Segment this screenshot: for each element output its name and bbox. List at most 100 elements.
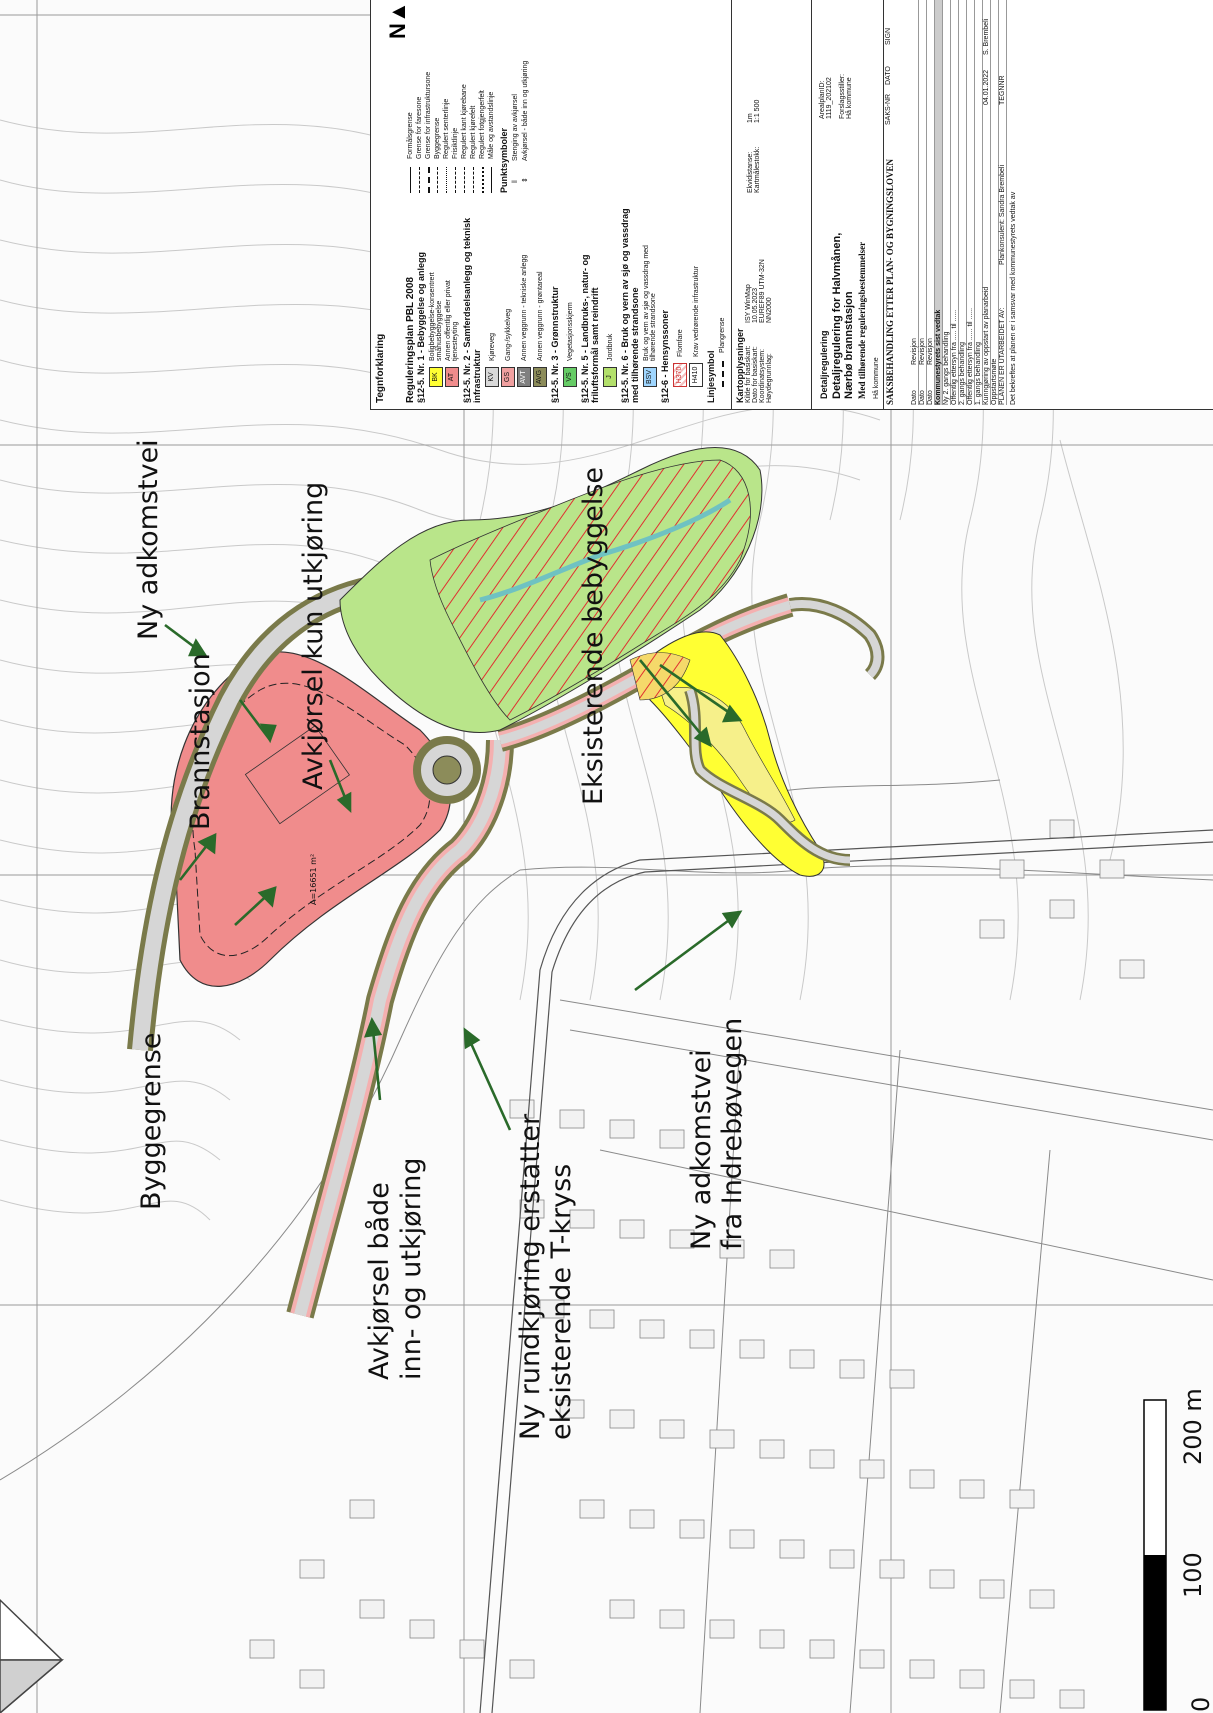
- legend-text-at: Annen offentlig eller privat tjenesteyti…: [445, 280, 459, 361]
- table-row-1: Dato: [919, 390, 926, 405]
- footer-note: Det bekreftes at planen er i samsvar med…: [1010, 191, 1017, 405]
- line-item-4: Regulert senterlinje: [443, 98, 450, 159]
- legend-text-bk: Boligbebyggelse-konsentrert småhusbebygg…: [429, 272, 443, 361]
- saks-nr-heading: SAKS-NR: [885, 93, 892, 125]
- line-item-1: Grense for faresone: [416, 96, 423, 159]
- label-area: A=16651 m²: [309, 853, 318, 905]
- revisjon-0: Revisjon: [911, 338, 918, 365]
- legend-text-h410: Krav vedrørende infrastruktur: [692, 265, 700, 357]
- label-eksisterende-bebyggelse: Eksisterende bebyggelse: [578, 466, 609, 805]
- kart-row-3-v: NN2000: [766, 297, 773, 323]
- legend-linjesymbol: Linjesymbol: [706, 350, 716, 403]
- legend-title: Tegnforklaring: [375, 333, 386, 403]
- table-row-4: Ny 2. gangs behandling: [943, 0, 951, 405]
- legend-kartopplysninger: Kartopplysninger: [735, 328, 745, 403]
- kart-row-0-v: ISY WinMap: [745, 284, 752, 323]
- revisjon-1: Revisjon: [919, 338, 926, 365]
- tegnnr-heading: TEGNNR: [999, 75, 1006, 105]
- point-item-0: Stenging av avkjørsel: [512, 94, 519, 161]
- kart-row-3-k: Høydegrunnlag:: [766, 353, 773, 403]
- label-avkjorsel-kun-utkjoring: Avkjørsel kun utkjøring: [298, 481, 329, 790]
- stenging-icon: ‖: [512, 180, 519, 183]
- arealplan-id: 1119_202102: [826, 77, 833, 119]
- kart-row-0-k: Kilde for basiskart:: [745, 345, 752, 403]
- kart-row-1-v: 10.05.2023: [752, 287, 759, 323]
- line-item-7: Regulert kjørefelt: [470, 105, 477, 159]
- legend-sec-hens: §12-6 - Hensynssoner: [660, 309, 670, 403]
- label-brannstasjon: Brannstasjon: [185, 653, 216, 830]
- railway: [479, 829, 1213, 1713]
- table-row-6: 2. gangs behandling: [959, 0, 967, 405]
- label-ny-adkomstvei: Ny adkomstvei: [133, 439, 164, 640]
- annotation-arrows: [164, 623, 743, 1131]
- kart-row-2-v: EUREF89 UTM-32N: [759, 259, 766, 323]
- scale-label-100: 100: [1179, 1552, 1207, 1598]
- legend-sec2: §12-5. Nr. 2 - Samferdselsanlegg og tekn…: [462, 217, 482, 403]
- legend-sec1: §12-5. Nr. 1 - Bebyggelse og anlegg: [416, 251, 426, 403]
- forslagsstiller: Hå kommune: [846, 77, 853, 119]
- label-ny-adkomstvei-indre-2: fra Indrebøvegen: [717, 1017, 748, 1250]
- plan-name-1: Detaljregulering for Halvmånen,: [831, 232, 843, 399]
- legend-sec3: §12-5. Nr. 3 - Grønnstruktur: [550, 286, 560, 403]
- legend-swatch-h370: H370: [673, 363, 687, 387]
- legend-swatch-j: J: [603, 367, 617, 387]
- table-row-11: PLANEN ER UTARBEIDET AV:: [999, 307, 1006, 405]
- plan-kommune: Hå kommune: [873, 357, 880, 399]
- table-row-10: Oppstartsmøte: [991, 0, 999, 405]
- plan-detaljregulering: Detaljregulering: [819, 330, 829, 399]
- line-item-2: Grense for infrastruktursone: [425, 71, 432, 159]
- north-arrow-icon: [0, 1598, 65, 1713]
- line-item-5: Frisiktlinje: [452, 127, 459, 159]
- label-avkjorsel-begge-2: inn- og utkjøring: [396, 1157, 427, 1381]
- ekvidistanse-label: Ekvidistanse:: [747, 151, 754, 193]
- legend-text-gs: Gang-/sykkelveg: [504, 308, 512, 361]
- legend-sec5: §12-5. Nr. 5 - Landbruks-, natur- og fri…: [580, 254, 600, 403]
- label-ny-adkomstvei-indre-1: Ny adkomstvei: [686, 1049, 717, 1250]
- scale-label-200: 200 m: [1179, 1388, 1207, 1465]
- label-rundkjoring-2: eksisterende T-kryss: [546, 1163, 577, 1440]
- revisjon-2: Revisjon: [927, 338, 934, 365]
- kartmalestokk-value: 1:1 500: [754, 99, 761, 123]
- legend-swatch-at: AT: [445, 367, 459, 387]
- line-item-3: Byggegrense: [434, 117, 441, 159]
- legend-plan-title: Reguleringsplan PBL 2008: [405, 277, 416, 403]
- legend-text-kv: Kjøreveg: [488, 332, 496, 361]
- scale-bar: [1143, 1399, 1167, 1711]
- legend-swatch-kv: KV: [485, 367, 499, 387]
- sign-heading: SIGN: [885, 27, 892, 45]
- legend-text-avt: Annen veggrunn - tekniske anlegg: [520, 254, 528, 361]
- legend-swatch-h410: H410: [689, 363, 703, 387]
- line-item-8: Regulert fotgjengerfelt: [479, 90, 486, 159]
- legend-swatch-vs: VS: [563, 367, 577, 387]
- dato-heading: DATO: [885, 66, 892, 85]
- line-item-6: Regulert kant kjørebane: [461, 84, 468, 159]
- building-footprint: [244, 725, 350, 825]
- legend-sec6: §12-5. Nr. 6 - Bruk og vern av sjø og va…: [620, 208, 640, 403]
- label-avkjorsel-begge-1: Avkjørsel både: [364, 1182, 395, 1380]
- planleder: Plankonsulent: Sandra Brembeli: [999, 164, 1006, 265]
- table-row-7: Offentlig ettersyn fra ...... til ......: [967, 0, 975, 405]
- table-row-3: Kommunestyrets sist vedtak: [935, 0, 943, 405]
- label-rundkjoring-1: Ny rundkjøring erstatter: [515, 1113, 546, 1440]
- ekvidistanse-value: 1m: [747, 113, 754, 123]
- kartmalestokk-label: Kartmålestokk:: [754, 146, 761, 193]
- table-row-2: Dato: [927, 390, 934, 405]
- zone-flood-hatch: [429, 459, 751, 721]
- legend-punktsymboler: Punktsymboler: [499, 127, 509, 193]
- start-date: 04.01.2022: [983, 69, 990, 105]
- plan-name-2: Nærbø brannstasjon: [843, 291, 855, 399]
- legend-text-h370: Flomfare: [676, 329, 684, 357]
- arealplan-id-label: ArealplanID:: [819, 80, 826, 119]
- legend-panel: Tegnforklaring Reguleringsplan PBL 2008 …: [370, 0, 1213, 410]
- table-row-0: Dato: [911, 390, 918, 405]
- legend-north-arrow-icon: N▲: [385, 1, 410, 39]
- legend-swatch-avt: AVT: [517, 367, 531, 387]
- table-row-8: 1. gangs behandling: [975, 0, 983, 405]
- line-item-0: Formålsgrense: [407, 112, 414, 159]
- legend-swatch-bsv: BSV: [643, 367, 657, 387]
- avkjorsel-arrows-icon: ⇕: [522, 177, 529, 183]
- legend-text-avg: Annen veggrunn - grøntareal: [536, 271, 544, 362]
- legend-swatch-gs: GS: [501, 367, 515, 387]
- legend-text-j: Jordbruk: [606, 333, 614, 361]
- table-row-5: Offentlig ettersyn fra ..... til ......: [951, 0, 959, 405]
